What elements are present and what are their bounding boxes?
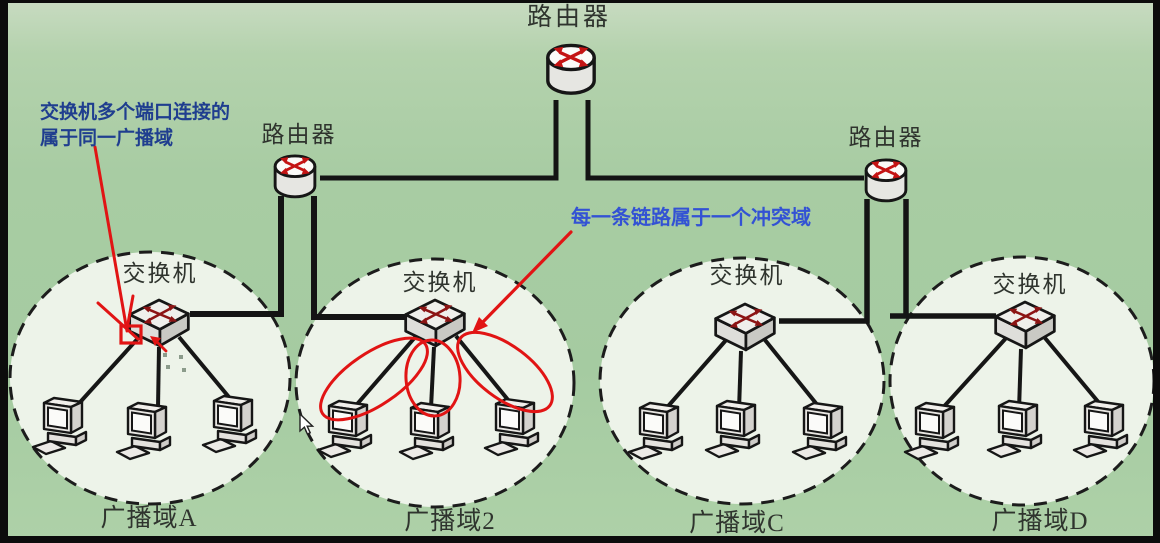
domain-label-D: 广播域D (991, 508, 1089, 535)
router-icon-left (273, 154, 317, 199)
linkC-mid (737, 350, 743, 411)
red-collision-ellipse-right (456, 330, 554, 414)
link2-right (454, 334, 515, 408)
collision-note: 每一条链路属于一个冲突域 (571, 207, 811, 229)
switch-label-C: 交换机 (709, 263, 785, 288)
red-arrow-broadcast-shaft (93, 145, 129, 333)
router-links (190, 100, 996, 324)
frame-edge-bottom (0, 536, 1160, 543)
link2-left (350, 333, 419, 412)
red-mini-arrow-tail (155, 340, 168, 353)
linkD-right (1043, 336, 1107, 412)
red-arrow-collision-head (472, 317, 488, 333)
red-port-highlight-square (119, 324, 143, 345)
link-top-router-left-bus (320, 100, 559, 181)
mouse-cursor-icon (299, 412, 315, 435)
red-mini-arrow-head (150, 336, 161, 346)
link-left-router-switch2 (311, 196, 407, 320)
frame-edge-left (0, 0, 8, 543)
switch-computer-links (71, 333, 1107, 414)
broadcast-domain-circles (8, 250, 1156, 509)
broadcast-note: 交换机多个端口连接的 属于同一广播域 (40, 100, 230, 152)
broadcast-domain-circle-C (598, 256, 886, 506)
router-left-label: 路由器 (261, 122, 337, 147)
domain-label-2: 广播域2 (404, 508, 496, 535)
link-right-router-switchD (890, 199, 996, 319)
switch-label-D: 交换机 (992, 272, 1068, 297)
frame-edge-top (0, 0, 1160, 3)
linkA-left (71, 333, 143, 412)
red-arrow-broadcast-barb1 (96, 301, 140, 341)
link-right-router-switchC (779, 199, 870, 324)
domain-label-A: 广播域A (100, 505, 198, 532)
router-right-label: 路由器 (848, 125, 924, 150)
red-annotations (93, 145, 573, 422)
linkA-mid (156, 346, 161, 409)
frame-edge-right (1153, 0, 1160, 543)
broadcast-note-line1: 交换机多个端口连接的 (40, 102, 231, 123)
router-top-label: 路由器 (526, 4, 612, 31)
red-collision-ellipse-left (319, 336, 429, 422)
linkD-mid (1017, 348, 1023, 411)
selection-dots (163, 353, 186, 372)
linkC-right (763, 338, 825, 414)
link-left-router-switchA (190, 196, 284, 317)
router-icon-right (864, 158, 908, 203)
broadcast-note-line2: 属于同一广播域 (40, 128, 174, 149)
switch-label-A: 交换机 (122, 261, 198, 286)
red-arrow-broadcast-barb2 (125, 294, 135, 331)
domain-label-C: 广播域C (689, 510, 785, 537)
linkC-left (661, 337, 729, 414)
link-top-router-right-bus (585, 100, 864, 181)
red-arrow-collision-shaft (476, 230, 573, 329)
red-collision-ellipse-mid (404, 338, 462, 418)
linkD-left (937, 335, 1009, 414)
broadcast-domain-circle-2 (294, 257, 576, 509)
link2-mid (429, 346, 436, 409)
broadcast-domain-circle-A (8, 250, 292, 506)
switch-label-2: 交换机 (402, 270, 478, 295)
router-icon-top (546, 43, 596, 95)
